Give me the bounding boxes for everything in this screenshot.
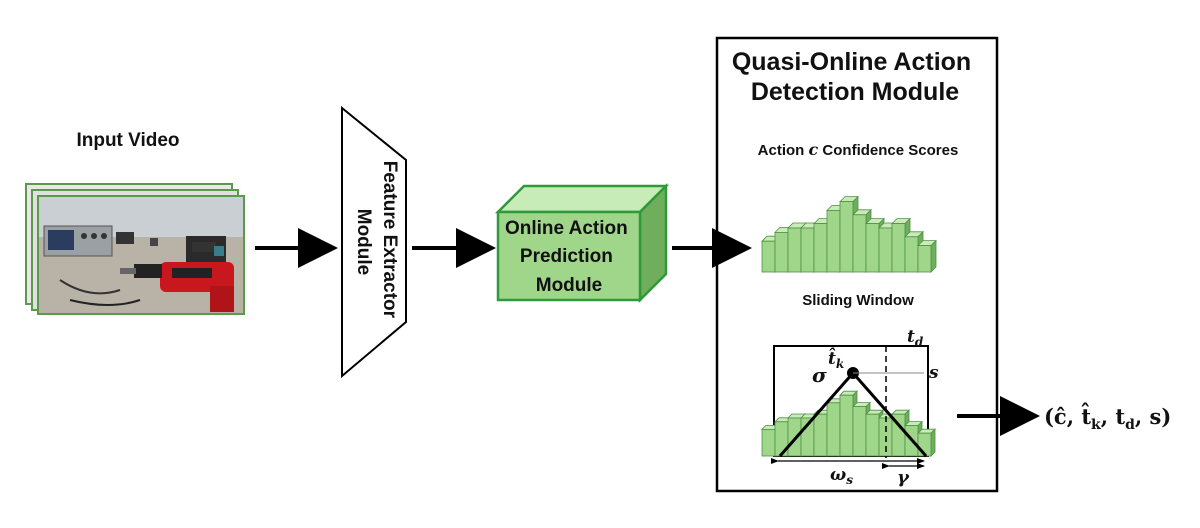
online-prediction-cube xyxy=(494,182,670,304)
confidence-scores-label: Action c Confidence Scores xyxy=(758,140,959,159)
gamma-symbol: γ xyxy=(897,467,910,488)
video-frame-front xyxy=(37,195,245,315)
detection-title-line1: Quasi-Online Action xyxy=(732,48,971,76)
input-video-title: Input Video xyxy=(76,130,179,151)
online-prediction-line2: Prediction xyxy=(520,246,613,267)
detection-title-line2: Detection Module xyxy=(751,78,959,106)
confidence-bars xyxy=(761,195,937,273)
feature-extractor-line1: Feature Extractor xyxy=(379,161,400,319)
s-symbol: s xyxy=(928,363,939,383)
online-prediction-line3: Module xyxy=(536,275,603,296)
sliding-window-label: Sliding Window xyxy=(802,292,914,309)
t-d-symbol: td xyxy=(907,327,924,349)
t-k-hat-symbol: t̂k xyxy=(828,348,844,371)
confidence-bar-13 xyxy=(917,239,937,273)
online-prediction-label: Online Action Prediction Module xyxy=(505,218,633,296)
omega-symbol: ωs xyxy=(830,465,853,487)
drill-icon xyxy=(120,262,234,312)
online-prediction-line1: Online Action xyxy=(505,218,628,239)
video-frames xyxy=(25,183,245,315)
feature-extractor-line2: Module xyxy=(353,209,374,276)
sliding-window-bars xyxy=(761,390,936,457)
feature-extractor-shape xyxy=(341,105,407,379)
window-bar-13 xyxy=(917,428,936,457)
detection-module-title: Quasi-Online Action Detection Module xyxy=(732,48,978,106)
detection-module-box xyxy=(715,36,999,493)
output-tuple: (ĉ, t̂k, td, s) xyxy=(1044,403,1171,433)
feature-extractor-label: Feature Extractor Module xyxy=(353,161,400,324)
sigma-symbol: σ xyxy=(812,363,827,387)
